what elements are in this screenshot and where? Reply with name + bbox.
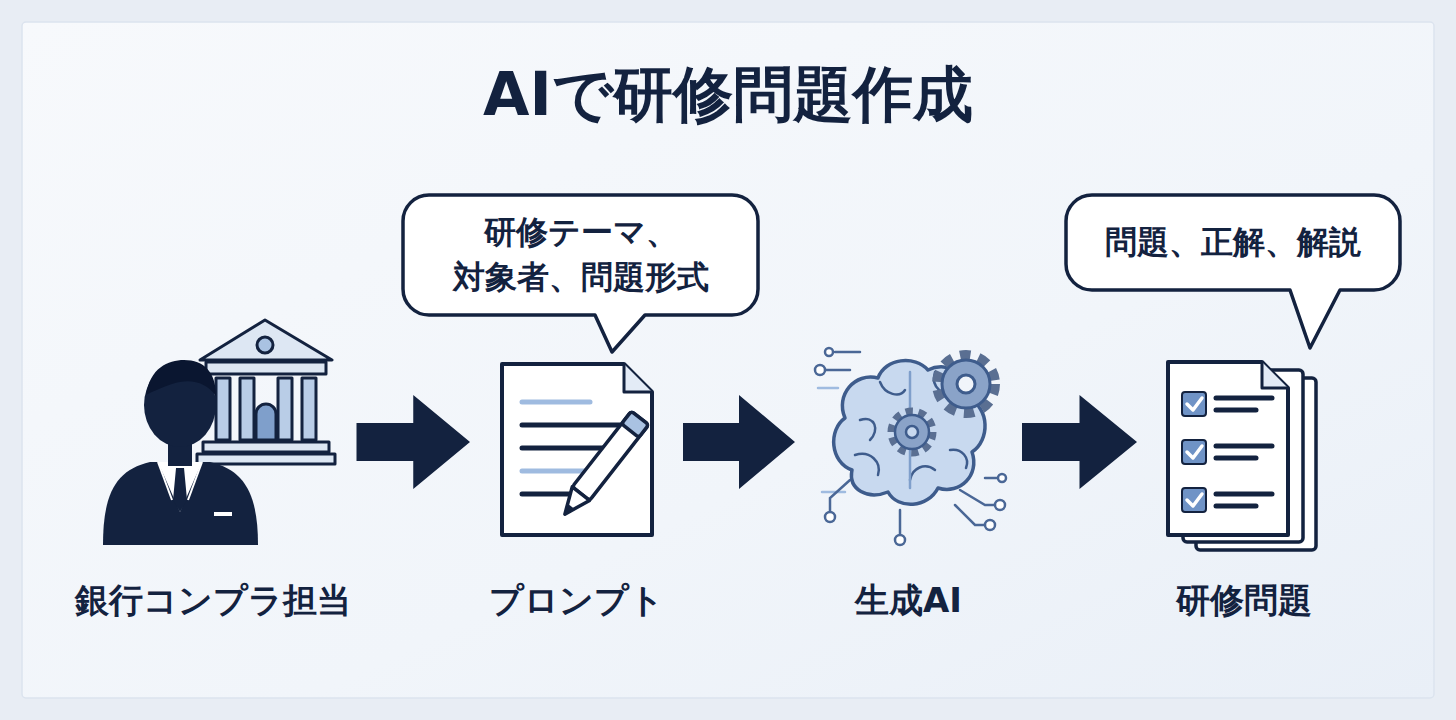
- flow-arrow: [683, 395, 795, 489]
- ai-brain-icon: [815, 348, 1006, 545]
- stage-label: プロンプト: [489, 580, 664, 621]
- stage-label: 生成AI: [855, 580, 962, 621]
- flow-arrow: [1022, 395, 1137, 489]
- quiz-documents-icon: [1168, 362, 1316, 550]
- process-stage: プロンプト: [470, 320, 683, 625]
- process-stage: 生成AI: [795, 320, 1022, 625]
- speech-bubble: 研修テーマ、 対象者、問題形式: [403, 195, 758, 352]
- prompt-document-icon: [502, 364, 652, 535]
- bubble-body: 研修テーマ、 対象者、問題形式: [403, 195, 758, 315]
- process-stage: 銀行コンプラ担当: [69, 320, 357, 625]
- process-stage: 研修問題: [1137, 320, 1350, 625]
- diagram-title: AIで研修問題作成: [0, 58, 1456, 130]
- stage-label: 銀行コンプラ担当: [75, 580, 351, 621]
- bubble-body: 問題、正解、解説: [1066, 195, 1400, 290]
- bubble-text: 問題、正解、解説: [1105, 220, 1361, 265]
- bank-icon: [197, 320, 335, 464]
- speech-bubble: 問題、正解、解説: [1066, 195, 1400, 348]
- stage-label: 研修問題: [1176, 580, 1312, 621]
- bubble-outline: [1066, 195, 1400, 352]
- bubble-shape: [403, 195, 758, 352]
- bubble-shape: [1066, 195, 1400, 348]
- person-icon: [103, 360, 258, 545]
- flow-arrow: [357, 395, 471, 489]
- bubble-text: 研修テーマ、 対象者、問題形式: [433, 210, 728, 300]
